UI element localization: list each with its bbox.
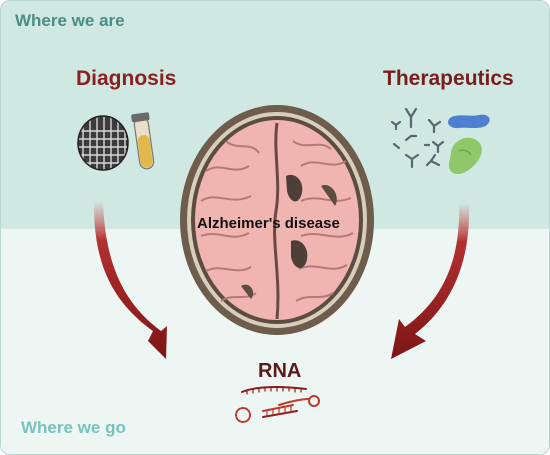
brain-scan-icon — [77, 115, 129, 171]
rna-strand-icon — [235, 386, 320, 423]
diagnosis-heading: Diagnosis — [76, 67, 177, 90]
where-we-are-label: Where we are — [15, 11, 125, 30]
therapeutics-heading: Therapeutics — [383, 67, 514, 90]
disease-label: Alzheimer's disease — [197, 215, 340, 232]
protein-blob-icon — [448, 114, 490, 175]
antibody-icon — [390, 107, 445, 169]
rna-heading: RNA — [258, 360, 302, 382]
diagnosis-to-rna-arrow — [93, 201, 167, 359]
test-tube-icon — [131, 112, 155, 170]
where-we-go-label: Where we go — [21, 418, 126, 437]
brain-cross-section — [180, 105, 374, 335]
therapeutics-to-rna-arrow — [391, 203, 470, 359]
